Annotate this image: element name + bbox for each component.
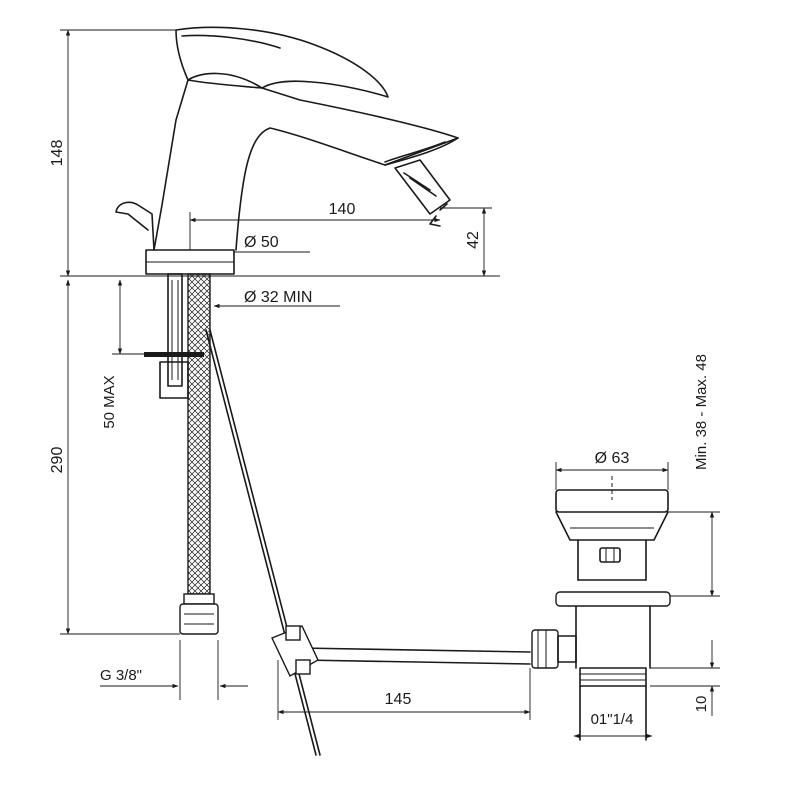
dim-g-3-8-label: G 3/8"	[100, 667, 142, 684]
flex-hose	[187, 273, 211, 595]
hose-nut	[179, 603, 219, 635]
dimension-labels: 148 290 50 MAX 140 42 Ø 50 Ø 32 MIN G 3/…	[49, 140, 710, 728]
dim-42-label: 42	[465, 231, 482, 249]
popup-rod	[209, 329, 321, 756]
dim-10-label: 10	[693, 696, 710, 713]
bidet-nozzle	[394, 159, 451, 227]
linkage-port	[531, 629, 559, 669]
under-deck-assembly	[144, 273, 321, 756]
dim-waste-thread-label: 01"1/4	[591, 711, 634, 728]
dim-290-label: 290	[49, 447, 66, 474]
fixing-rod	[167, 273, 183, 387]
fixing-washer	[144, 352, 204, 357]
popup-lever	[115, 201, 155, 251]
lever-handle	[175, 26, 389, 98]
linkage	[271, 625, 531, 677]
dim-dia-63-label: Ø 63	[595, 450, 630, 467]
dim-waste-range-label: Min. 38 - Max. 48	[693, 354, 710, 470]
body-column	[153, 79, 189, 251]
dimension-lines	[60, 29, 720, 739]
dim-145-label: 145	[385, 691, 412, 708]
spout	[235, 127, 459, 251]
waste-valve	[531, 489, 671, 741]
dim-dia-50-label: Ø 50	[244, 234, 279, 251]
dim-dia-32-min-label: Ø 32 MIN	[244, 289, 312, 306]
dim-140-label: 140	[329, 201, 356, 218]
overflow-slot	[599, 547, 621, 563]
dim-50-max-label: 50 MAX	[101, 375, 118, 428]
rod-clamp	[271, 625, 319, 677]
tap-body	[115, 26, 459, 275]
dim-148-label: 148	[49, 140, 66, 167]
waste-flange	[555, 591, 671, 607]
